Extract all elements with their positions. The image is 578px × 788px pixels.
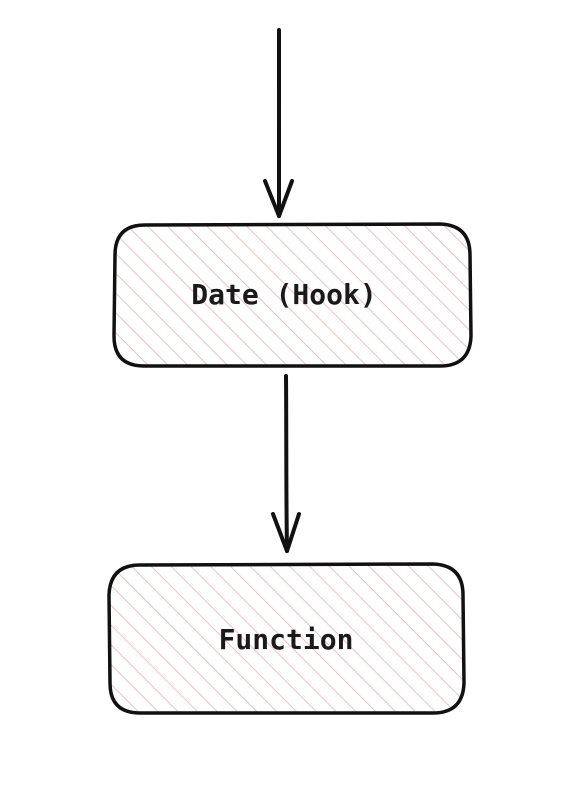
arrow-head-icon <box>271 512 301 553</box>
node-function-box <box>107 562 466 715</box>
node-function-label: Function <box>219 623 354 656</box>
arrow-head-icon <box>263 179 294 218</box>
node-date-hook-label: Date (Hook) <box>191 278 376 311</box>
arrow-date-hook-to-function <box>271 374 301 553</box>
node-function[interactable]: Function <box>107 562 466 715</box>
node-date-hook[interactable]: Date (Hook) <box>112 222 473 368</box>
arrow-into-date-hook <box>263 28 294 218</box>
arrow-shaft <box>284 374 289 553</box>
node-date-hook-box <box>112 222 473 368</box>
